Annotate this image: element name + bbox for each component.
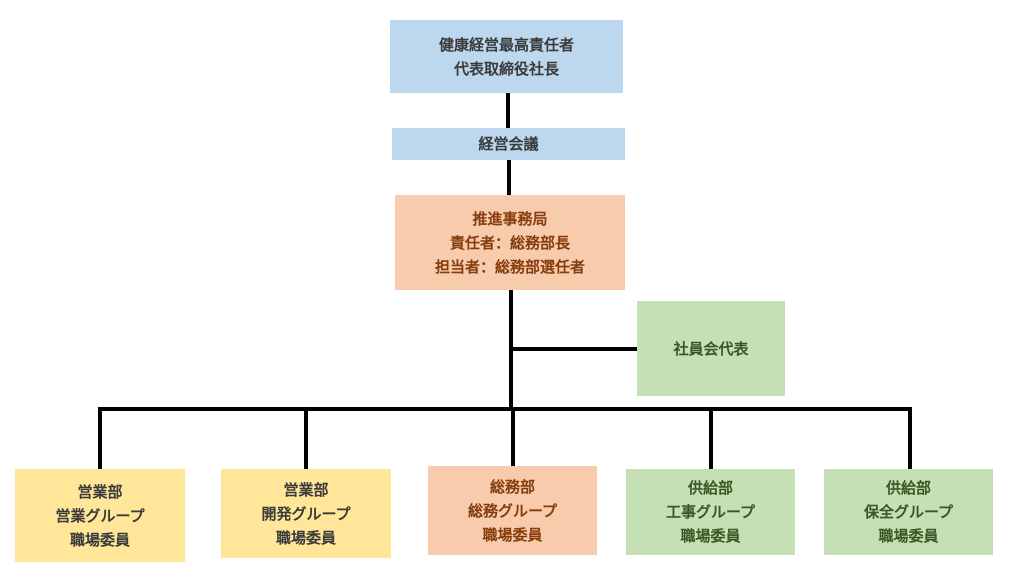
node-office-line-2: 責任者：総務部長 xyxy=(449,233,570,252)
node-dev-group: 営業部 開発グループ 職場委員 xyxy=(221,469,391,558)
node-employee-rep: 社員会代表 xyxy=(637,301,785,396)
node-ceo-line-1: 健康経営最高責任者 xyxy=(438,35,574,54)
node-construction-group: 供給部 工事グループ 職場委員 xyxy=(626,469,795,555)
node-construction-group-line-1: 供給部 xyxy=(687,479,733,497)
node-ga-group-line-3: 職場委員 xyxy=(482,525,543,544)
node-ceo-line-2: 代表取締役社長 xyxy=(453,59,559,78)
node-dev-group-line-3: 職場委員 xyxy=(275,528,336,547)
node-maintenance-group: 供給部 保全グループ 職場委員 xyxy=(824,469,993,555)
node-employee-rep-line-1: 社員会代表 xyxy=(673,339,749,358)
node-dev-group-line-2: 開発グループ xyxy=(261,504,351,523)
connector-employee-rep xyxy=(511,347,637,351)
node-sales-group-line-2: 営業グループ xyxy=(55,506,145,525)
connector-maintenance-group xyxy=(908,407,912,470)
node-board-line-1: 経営会議 xyxy=(478,135,539,153)
node-sales-group-line-3: 職場委員 xyxy=(69,530,130,549)
node-office-line-3: 担当者：総務部選任者 xyxy=(434,257,585,276)
node-board: 経営会議 xyxy=(392,128,625,160)
node-ga-group-line-2: 総務グループ xyxy=(467,501,558,520)
connector-board-office xyxy=(507,160,511,195)
node-ga-group-line-1: 総務部 xyxy=(489,477,535,496)
node-maintenance-group-line-2: 保全グループ xyxy=(863,503,954,521)
connector-ga-group xyxy=(511,407,515,466)
connector-construction-group xyxy=(709,407,713,470)
node-ceo: 健康経営最高責任者 代表取締役社長 xyxy=(390,20,623,93)
node-ga-group: 総務部 総務グループ 職場委員 xyxy=(428,466,597,555)
node-construction-group-line-2: 工事グループ xyxy=(665,503,756,521)
connector-sales-group xyxy=(98,407,102,470)
node-maintenance-group-line-3: 職場委員 xyxy=(878,527,939,545)
node-maintenance-group-line-1: 供給部 xyxy=(885,479,931,497)
node-construction-group-line-3: 職場委員 xyxy=(680,527,741,545)
connector-bus xyxy=(99,407,912,411)
node-office-line-1: 推進事務局 xyxy=(472,209,548,228)
connector-ceo-board xyxy=(506,93,510,128)
node-sales-group-line-1: 営業部 xyxy=(77,482,123,501)
node-office: 推進事務局 責任者：総務部長 担当者：総務部選任者 xyxy=(395,195,625,290)
node-sales-group: 営業部 営業グループ 職場委員 xyxy=(15,469,185,562)
node-dev-group-line-1: 営業部 xyxy=(283,480,329,499)
connector-dev-group xyxy=(304,407,308,470)
